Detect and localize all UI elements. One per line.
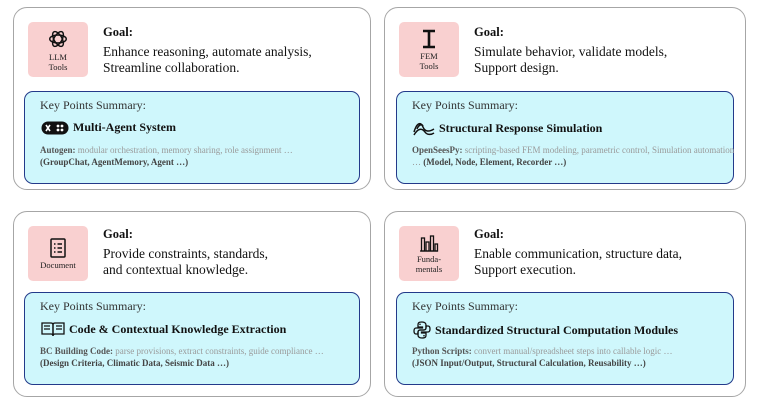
tile-label: Funda- mentals xyxy=(416,254,442,274)
goal-line: Enhance reasoning, automate analysis, xyxy=(103,44,312,59)
key-points-detail: Autogen: modular orchestration, memory s… xyxy=(40,144,370,168)
tile-label-line: Tools xyxy=(48,61,68,72)
goal-text: Enhance reasoning, automate analysis, St… xyxy=(103,44,312,76)
key-points-box: Key Points Summary: Structural Response … xyxy=(396,91,734,184)
detail-desc: parse provisions, extract constraints, g… xyxy=(115,346,324,356)
card-llm-tools: LLM Tools Goal: Enhance reasoning, autom… xyxy=(13,7,371,190)
detail-lead: OpenSeesPy: xyxy=(412,145,463,155)
detail-items: (Model, Node, Element, Recorder …) xyxy=(423,157,567,167)
detail-desc: convert manual/spreadsheet steps into ca… xyxy=(474,346,673,356)
goal-line: Enable communication, structure data, xyxy=(474,246,683,261)
tile-label: Document xyxy=(40,259,76,270)
detail-lead: BC Building Code: xyxy=(40,346,114,356)
card-fundamentals: Funda- mentals Goal: Enable communicatio… xyxy=(384,211,746,397)
goal-title: Goal: xyxy=(103,227,133,241)
key-points-heading: Key Points Summary: xyxy=(412,299,519,313)
key-points-box: Key Points Summary: Standardized Structu… xyxy=(396,292,734,385)
fem-tools-tile: FEM Tools xyxy=(399,22,459,77)
key-points-title-row: Standardized Structural Computation Modu… xyxy=(413,321,678,339)
detail-items: (GroupChat, AgentMemory, Agent …) xyxy=(40,157,189,167)
goal-text: Enable communication, structure data, Su… xyxy=(474,246,682,278)
detail-lead: Python Scripts: xyxy=(412,346,472,356)
goal-text: Simulate behavior, validate models, Supp… xyxy=(474,44,667,76)
tile-label-line: Funda- xyxy=(416,253,442,264)
key-points-detail: Python Scripts: convert manual/spreadshe… xyxy=(412,345,742,369)
document-tile: Document xyxy=(28,226,88,281)
key-points-heading: Key Points Summary: xyxy=(40,299,147,313)
tile-label-line: mentals xyxy=(415,263,443,274)
python-logo-icon xyxy=(413,321,431,339)
llm-tools-tile: LLM Tools xyxy=(28,22,88,77)
goal-line: Streamline collaboration. xyxy=(103,60,240,75)
goal-title: Goal: xyxy=(474,227,504,241)
detail-lead: Autogen: xyxy=(40,145,76,155)
bar-chart-icon xyxy=(420,234,439,252)
goal-line: Provide constraints, standards, xyxy=(103,246,268,261)
key-points-detail: BC Building Code: parse provisions, extr… xyxy=(40,345,370,369)
detail-items: (Design Criteria, Climatic Data, Seismic… xyxy=(40,358,229,368)
goal-text: Provide constraints, standards, and cont… xyxy=(103,246,268,278)
tile-label-line: FEM xyxy=(420,50,438,61)
key-points-title-row: Structural Response Simulation xyxy=(413,120,602,136)
book-icon xyxy=(41,322,65,337)
key-points-box: Key Points Summary: Code & Contextual Kn… xyxy=(24,292,360,385)
card-document: Document Goal: Provide constraints, stan… xyxy=(13,211,371,397)
tile-label-line: Tools xyxy=(419,60,439,71)
key-points-title: Structural Response Simulation xyxy=(439,120,603,135)
cursor-i-icon xyxy=(423,29,435,48)
detail-desc: modular orchestration, memory sharing, r… xyxy=(77,145,293,155)
key-points-title: Multi-Agent System xyxy=(73,120,176,134)
key-points-title: Standardized Structural Computation Modu… xyxy=(435,322,679,337)
goal-line: Support design. xyxy=(474,60,559,75)
tile-label-line: LLM xyxy=(49,51,67,62)
goal-title: Goal: xyxy=(103,25,133,39)
detail-desc: scripting-based FEM modeling, parametric… xyxy=(412,145,735,167)
key-points-detail: OpenSeesPy: scripting-based FEM modeling… xyxy=(412,144,742,168)
multi-agent-icon xyxy=(41,121,69,134)
goal-line: Support execution. xyxy=(474,262,576,277)
tile-label: FEM Tools xyxy=(420,51,439,71)
key-points-title: Code & Contextual Knowledge Extraction xyxy=(69,321,287,336)
key-points-title-row: Code & Contextual Knowledge Extraction xyxy=(41,321,286,337)
openai-logo-icon xyxy=(49,30,67,47)
goal-line: and contextual knowledge. xyxy=(103,262,249,277)
key-points-heading: Key Points Summary: xyxy=(40,98,147,112)
document-icon xyxy=(50,237,66,258)
goal-line: Simulate behavior, validate models, xyxy=(474,44,668,59)
detail-items: (JSON Input/Output, Structural Calculati… xyxy=(412,358,646,368)
key-points-title-row: Multi-Agent System xyxy=(41,120,176,135)
goal-title: Goal: xyxy=(474,25,504,39)
waves-icon xyxy=(413,123,435,136)
key-points-heading: Key Points Summary: xyxy=(412,98,519,112)
fundamentals-tile: Funda- mentals xyxy=(399,226,459,281)
card-fem-tools: FEM Tools Goal: Simulate behavior, valid… xyxy=(384,7,746,190)
key-points-box: Key Points Summary: Multi-Agent System A… xyxy=(24,91,360,184)
tile-label: LLM Tools xyxy=(49,52,68,72)
